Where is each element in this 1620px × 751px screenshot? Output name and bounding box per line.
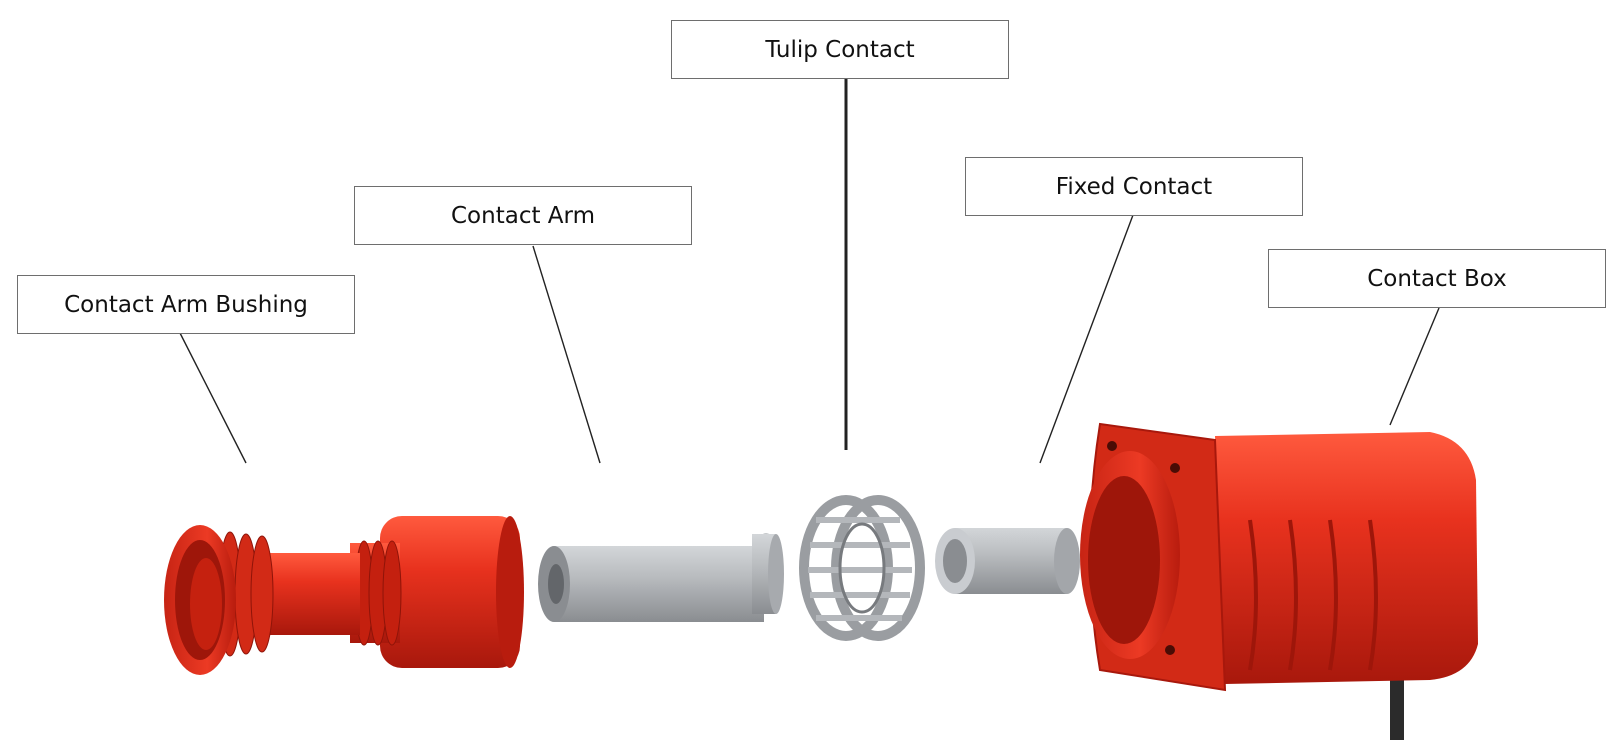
leader-line-contact-arm-bushing <box>179 332 247 464</box>
fixed-contact-part <box>935 528 1080 594</box>
label-tulip-contact: Tulip Contact <box>671 20 1009 79</box>
label-contact-arm: Contact Arm <box>354 186 692 245</box>
label-fixed-contact: Fixed Contact <box>965 157 1303 216</box>
contact-arm-part <box>538 533 784 622</box>
leader-line-contact-box <box>1389 307 1440 426</box>
tulip-contact-part <box>799 495 925 641</box>
leader-line-contact-arm <box>532 245 601 464</box>
contact-arm-bushing-part <box>164 516 524 675</box>
leader-line-fixed-contact <box>1039 214 1134 464</box>
label-contact-arm-bushing: Contact Arm Bushing <box>17 275 355 334</box>
contact-box-part <box>1080 422 1478 740</box>
label-contact-box: Contact Box <box>1268 249 1606 308</box>
leader-lines <box>179 79 1440 464</box>
